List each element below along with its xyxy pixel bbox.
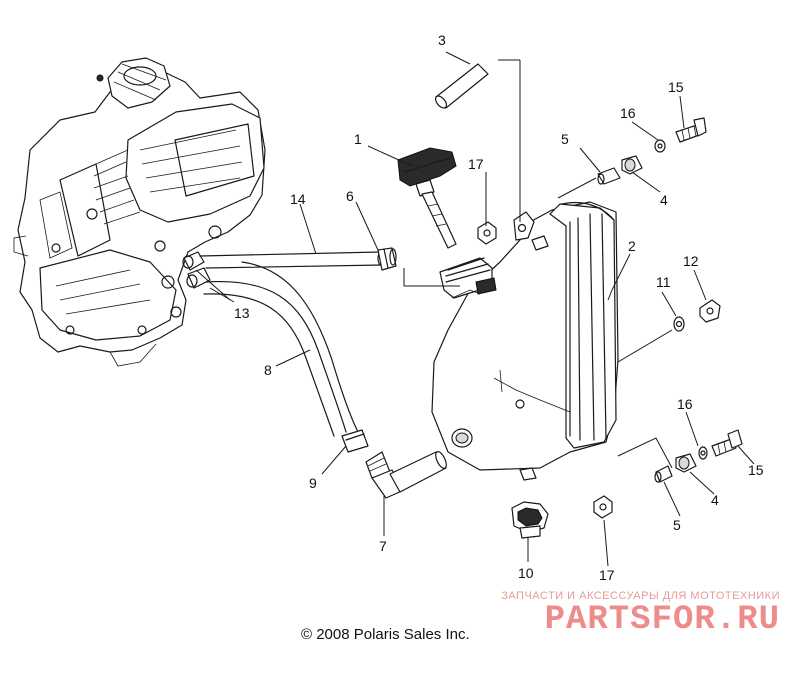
watermark-tagline: ЗАПЧАСТИ И АКСЕССУАРЫ ДЛЯ МОТОТЕХНИКИ [501,590,780,602]
callout-4-lower: 4 [711,492,719,508]
copyright-notice: © 2008 Polaris Sales Inc. [301,626,470,643]
leader-lines [195,51,755,567]
hose-14 [199,251,385,269]
callout-5-lower: 5 [673,517,681,533]
washer-11 [673,316,685,332]
hose-8 [203,261,359,437]
hardware-upper [597,117,707,185]
watermark: ЗАПЧАСТИ И АКСЕССУАРЫ ДЛЯ МОТОТЕХНИКИ PA… [501,590,780,638]
engine-assembly [13,57,266,367]
callout-11: 11 [656,274,671,290]
callout-14: 14 [290,191,306,207]
clamp-9 [341,429,369,453]
clamp-6 [377,247,397,271]
callout-2: 2 [628,238,636,254]
drain-plug-10 [511,501,549,539]
watermark-logo: PARTSFOR.RU [544,601,780,639]
callout-16-upper: 16 [620,105,636,121]
callout-17-upper: 17 [468,156,484,172]
washer-16-upper [654,139,666,153]
fittings-13 [182,251,211,289]
nut-17-lower [593,495,613,519]
washer-16-lower [698,446,708,460]
oil-tank-2 [431,201,619,481]
spacer-5-upper [597,167,621,185]
callout-labels: 1 2 3 4 4 5 5 6 7 8 9 10 11 12 13 14 15 … [234,32,764,583]
callout-3: 3 [438,32,446,48]
callout-15-upper: 15 [668,79,684,95]
dipstick-cap-1 [397,147,457,249]
callout-6: 6 [346,188,354,204]
callout-1: 1 [354,131,362,147]
callout-5-upper: 5 [561,131,569,147]
hardware-lower [654,429,743,483]
callout-16-lower: 16 [677,396,693,412]
hardware-right [673,299,721,332]
callout-17-lower: 17 [599,567,615,583]
callout-12: 12 [683,253,699,269]
callout-15-lower: 15 [748,462,764,478]
callout-9: 9 [309,475,317,491]
callout-7: 7 [379,538,387,554]
spacer-5-lower [655,465,673,483]
callout-4-upper: 4 [660,192,668,208]
callout-8: 8 [264,362,272,378]
breather-tube-3 [434,63,489,109]
fitting-12 [699,299,721,323]
callout-13: 13 [234,305,250,321]
nut-17-upper [477,221,497,245]
callout-10: 10 [518,565,534,581]
elbow-fitting-7 [365,451,447,499]
